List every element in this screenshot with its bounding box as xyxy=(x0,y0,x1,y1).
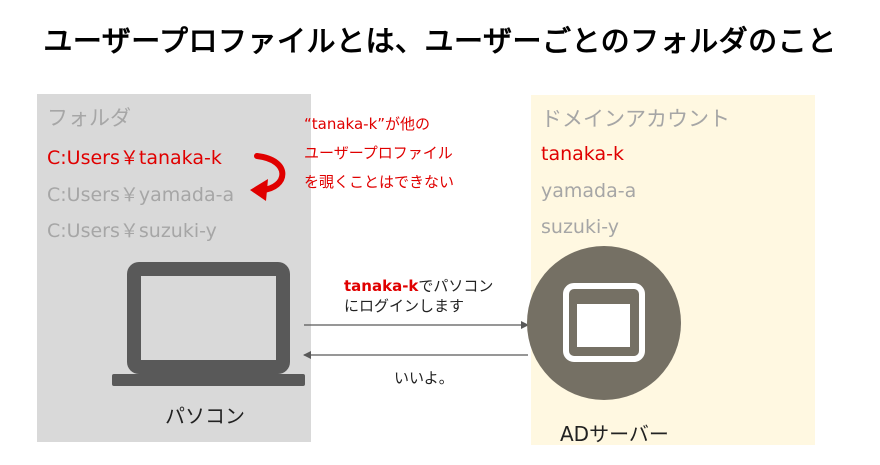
login-message-line2: にログインします xyxy=(344,297,465,315)
note-line-3: を覗くことはできない xyxy=(304,173,455,191)
server-icon xyxy=(527,246,681,400)
pc-label: パソコン xyxy=(165,404,245,428)
login-message: tanaka-kでパソコン にログインします xyxy=(344,276,493,316)
note-line-2: ユーザープロファイル xyxy=(304,144,453,162)
reply-message: いいよ。 xyxy=(394,369,454,387)
laptop-icon xyxy=(112,262,305,386)
account-item-yamada: yamada-a xyxy=(541,180,637,202)
access-restriction-note: “tanaka-k”が他の ユーザープロファイル を覗くことはできない xyxy=(304,110,504,197)
login-user: tanaka-k xyxy=(344,277,419,295)
page-title: ユーザープロファイルとは、ユーザーごとのフォルダのこと xyxy=(43,24,837,58)
blocked-access-arrow-icon xyxy=(250,153,286,201)
note-line-1: “tanaka-k”が他の xyxy=(304,115,431,133)
folder-heading: フォルダ xyxy=(47,106,131,130)
account-item-tanaka: tanaka-k xyxy=(541,143,624,165)
login-message-line1: でパソコン xyxy=(418,277,494,295)
account-item-suzuki: suzuki-y xyxy=(541,216,620,238)
folder-item-tanaka: C:Users￥tanaka-k xyxy=(47,147,222,169)
folder-item-yamada: C:Users￥yamada-a xyxy=(47,184,235,206)
server-label: ADサーバー xyxy=(560,422,669,446)
account-heading: ドメインアカウント xyxy=(541,107,730,131)
folder-item-suzuki: C:Users￥suzuki-y xyxy=(47,220,217,242)
